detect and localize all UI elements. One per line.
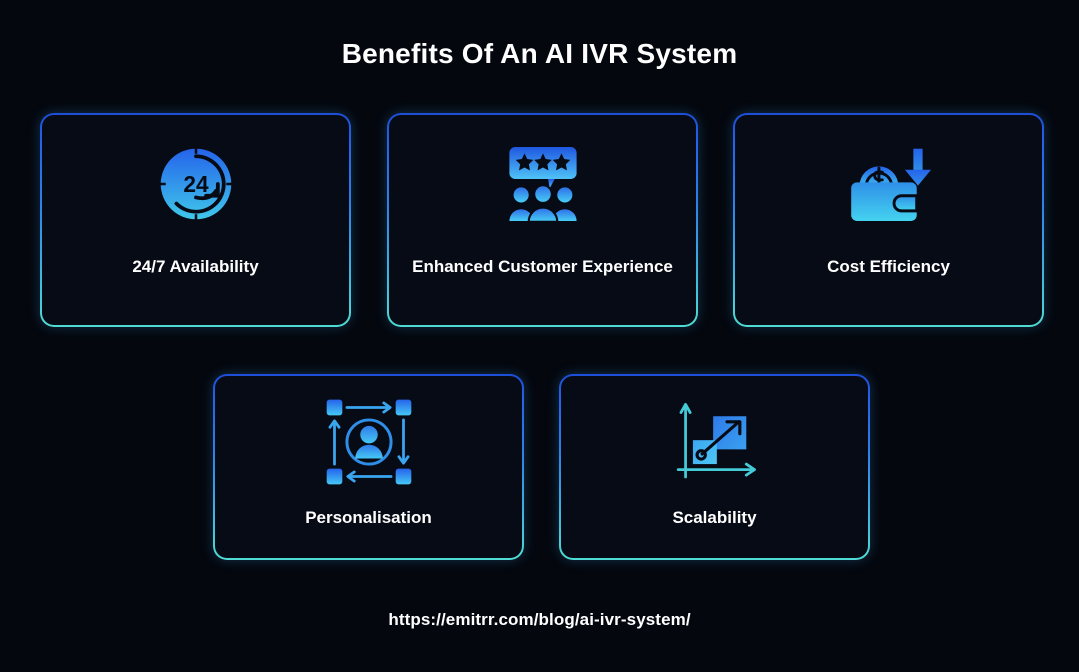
card-inner: Enhanced Customer Experience <box>389 115 696 325</box>
card-label: Cost Efficiency <box>827 257 950 276</box>
wallet-coin-down-arrow-icon <box>844 142 934 226</box>
card-label: Enhanced Customer Experience <box>412 257 673 276</box>
card-inner: Personalisation <box>215 376 522 558</box>
source-url[interactable]: https://emitrr.com/blog/ai-ivr-system/ <box>388 610 691 629</box>
svg-text:24: 24 <box>183 171 209 197</box>
card-label: Personalisation <box>305 508 432 527</box>
page-title: Benefits Of An AI IVR System <box>341 38 738 69</box>
card-label: 24/7 Availability <box>132 257 259 276</box>
card-inner: Scalability <box>561 376 868 558</box>
benefit-card-cost-efficiency[interactable]: Cost Efficiency <box>733 113 1044 327</box>
benefit-card-availability[interactable]: 24 24/7 Availability <box>40 113 351 327</box>
star-rating-people-icon <box>501 142 585 226</box>
clock-24-7-icon: 24 <box>154 142 238 226</box>
benefit-card-customer-experience[interactable]: Enhanced Customer Experience <box>387 113 698 327</box>
growth-chart-squares-icon <box>668 396 762 488</box>
benefit-card-scalability[interactable]: Scalability <box>559 374 870 560</box>
card-inner: 24 24/7 Availability <box>42 115 349 325</box>
card-inner: Cost Efficiency <box>735 115 1042 325</box>
user-cycle-arrows-icon <box>322 396 416 488</box>
benefit-card-personalisation[interactable]: Personalisation <box>213 374 524 560</box>
card-label: Scalability <box>672 508 757 527</box>
